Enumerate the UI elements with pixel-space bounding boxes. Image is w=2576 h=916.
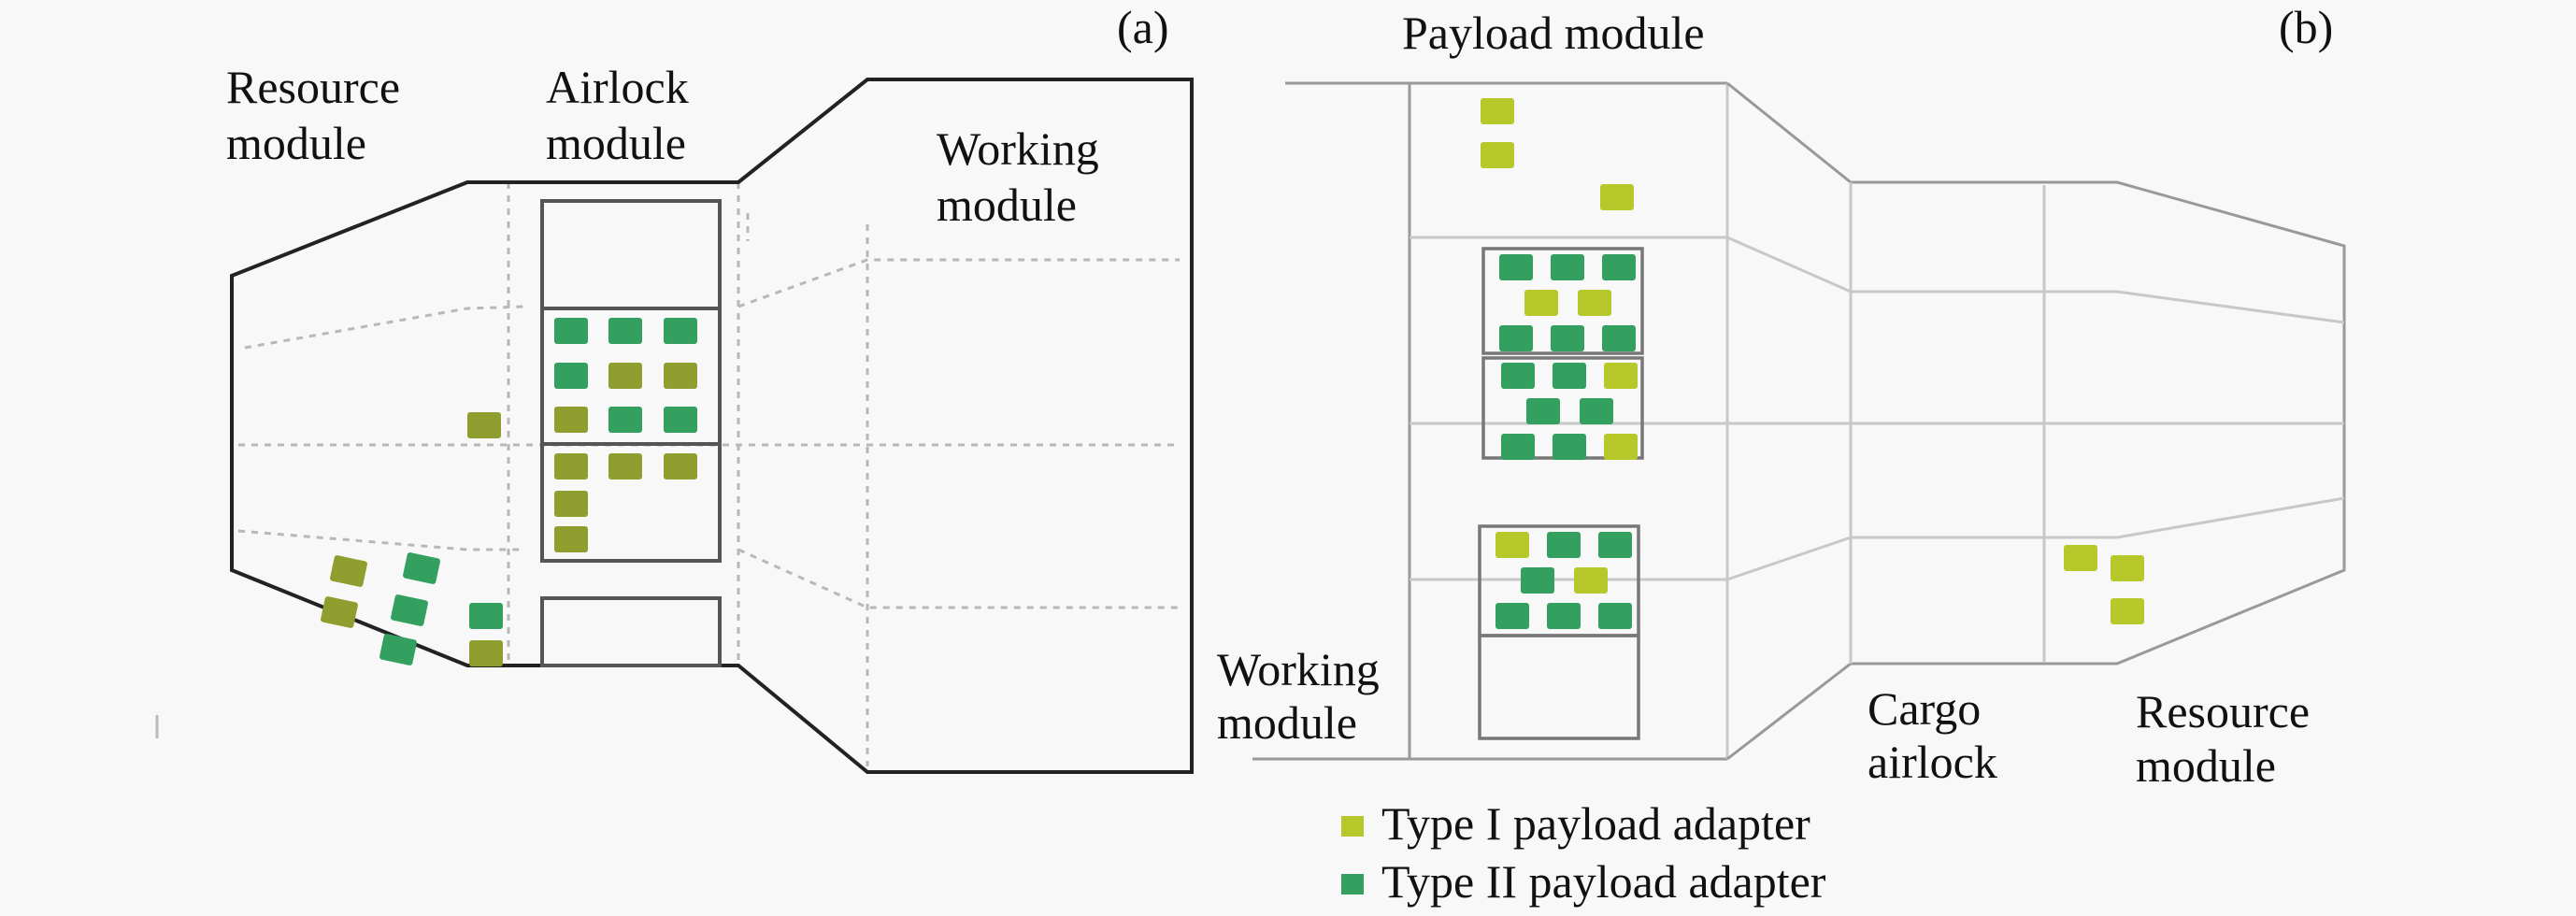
airlock-hatch-top bbox=[540, 199, 722, 310]
type-ii-adapter bbox=[1501, 363, 1535, 389]
panel-b-adapters bbox=[1481, 98, 2144, 629]
type-ii-adapter bbox=[379, 634, 417, 666]
airlock-rack-lower bbox=[540, 442, 722, 563]
type-ii-adapter bbox=[554, 318, 588, 344]
type-ii-adapter bbox=[1499, 254, 1533, 280]
type-ii-adapter bbox=[554, 363, 588, 389]
panel-b-outline bbox=[1726, 81, 2346, 761]
type-i-adapter bbox=[1574, 567, 1608, 594]
cargo-airlock-label-line2: airlock bbox=[1868, 736, 1997, 788]
airlock-module-label-line2: module bbox=[546, 117, 686, 169]
type-i-adapter bbox=[321, 596, 358, 628]
type-i-adapter bbox=[664, 453, 697, 479]
payload-module-label: Payload module bbox=[1402, 7, 1705, 59]
type-i-adapter bbox=[2064, 545, 2097, 571]
type-ii-adapter bbox=[1598, 532, 1632, 558]
type-ii-adapter bbox=[1551, 325, 1584, 351]
resource-module-label-line2: module bbox=[226, 117, 366, 169]
type-i-adapter bbox=[469, 640, 503, 666]
type-i-adapter bbox=[1604, 363, 1638, 389]
type-ii-adapter bbox=[608, 407, 642, 433]
type-i-adapter bbox=[1524, 290, 1558, 316]
payload-hatch bbox=[1478, 634, 1640, 740]
type-ii-adapter bbox=[1551, 254, 1584, 280]
cargo-airlock-label-line1: Cargo bbox=[1868, 682, 1981, 735]
panel-a-dashed-guides bbox=[237, 182, 1180, 766]
working-module-b-label-line1: Working bbox=[1217, 643, 1380, 695]
legend-label-type-ii: Type II payload adapter bbox=[1381, 855, 1826, 908]
type-ii-adapter bbox=[391, 594, 428, 626]
type-ii-adapter bbox=[1501, 434, 1535, 460]
type-ii-adapter bbox=[1602, 325, 1636, 351]
type-i-adapter bbox=[1481, 142, 1514, 168]
type-ii-adapter bbox=[1553, 363, 1586, 389]
type-ii-adapter bbox=[469, 603, 503, 629]
type-ii-adapter bbox=[1553, 434, 1586, 460]
type-i-adapter bbox=[1496, 532, 1529, 558]
type-i-adapter bbox=[1600, 184, 1634, 210]
type-i-adapter bbox=[554, 491, 588, 517]
legend-swatch-type-i bbox=[1341, 816, 1364, 837]
panel-a: (a) Resource module Airlock module Worki… bbox=[155, 1, 1194, 774]
type-i-adapter bbox=[1604, 434, 1638, 460]
type-ii-adapter bbox=[403, 552, 440, 584]
legend: Type I payload adapter Type II payload a… bbox=[1341, 797, 1826, 908]
resource-module-b-label-line2: module bbox=[2136, 739, 2276, 792]
type-ii-adapter bbox=[1526, 398, 1560, 424]
type-ii-adapter bbox=[664, 318, 697, 344]
airlock-module-label-line1: Airlock bbox=[546, 61, 689, 113]
type-ii-adapter bbox=[1547, 603, 1581, 629]
panel-a-outline bbox=[230, 78, 1194, 774]
type-i-adapter bbox=[608, 453, 642, 479]
legend-swatch-type-ii bbox=[1341, 874, 1364, 895]
type-ii-adapter bbox=[1580, 398, 1613, 424]
type-i-adapter bbox=[330, 555, 367, 587]
working-module-label-line2: module bbox=[937, 179, 1077, 231]
working-module-label-line1: Working bbox=[937, 122, 1099, 175]
type-i-adapter bbox=[1578, 290, 1611, 316]
type-i-adapter bbox=[554, 526, 588, 552]
type-ii-adapter bbox=[1521, 567, 1554, 594]
panel-a-adapters bbox=[321, 318, 697, 666]
type-ii-adapter bbox=[1496, 603, 1529, 629]
type-i-adapter bbox=[608, 363, 642, 389]
type-ii-adapter bbox=[664, 407, 697, 433]
type-i-adapter bbox=[554, 453, 588, 479]
panel-b: (b) Payload module Working module Cargo … bbox=[1217, 1, 2346, 792]
type-ii-adapter bbox=[1598, 603, 1632, 629]
type-i-adapter bbox=[1481, 98, 1514, 124]
type-ii-adapter bbox=[1499, 325, 1533, 351]
type-ii-adapter bbox=[1602, 254, 1636, 280]
type-i-adapter bbox=[467, 412, 501, 438]
resource-module-label-line1: Resource bbox=[226, 61, 400, 113]
type-i-adapter bbox=[664, 363, 697, 389]
type-i-adapter bbox=[2111, 598, 2144, 624]
airlock-hatch-bottom bbox=[540, 596, 722, 667]
type-i-adapter bbox=[2111, 555, 2144, 581]
resource-module-b-label-line1: Resource bbox=[2136, 685, 2310, 737]
working-module-b-label-line2: module bbox=[1217, 696, 1357, 749]
panel-a-tag: (a) bbox=[1117, 1, 1169, 53]
type-i-adapter bbox=[554, 407, 588, 433]
type-ii-adapter bbox=[608, 318, 642, 344]
payload-rack-1 bbox=[1481, 247, 1644, 355]
legend-label-type-i: Type I payload adapter bbox=[1381, 797, 1810, 850]
type-ii-adapter bbox=[1547, 532, 1581, 558]
panel-b-tag: (b) bbox=[2279, 1, 2333, 53]
